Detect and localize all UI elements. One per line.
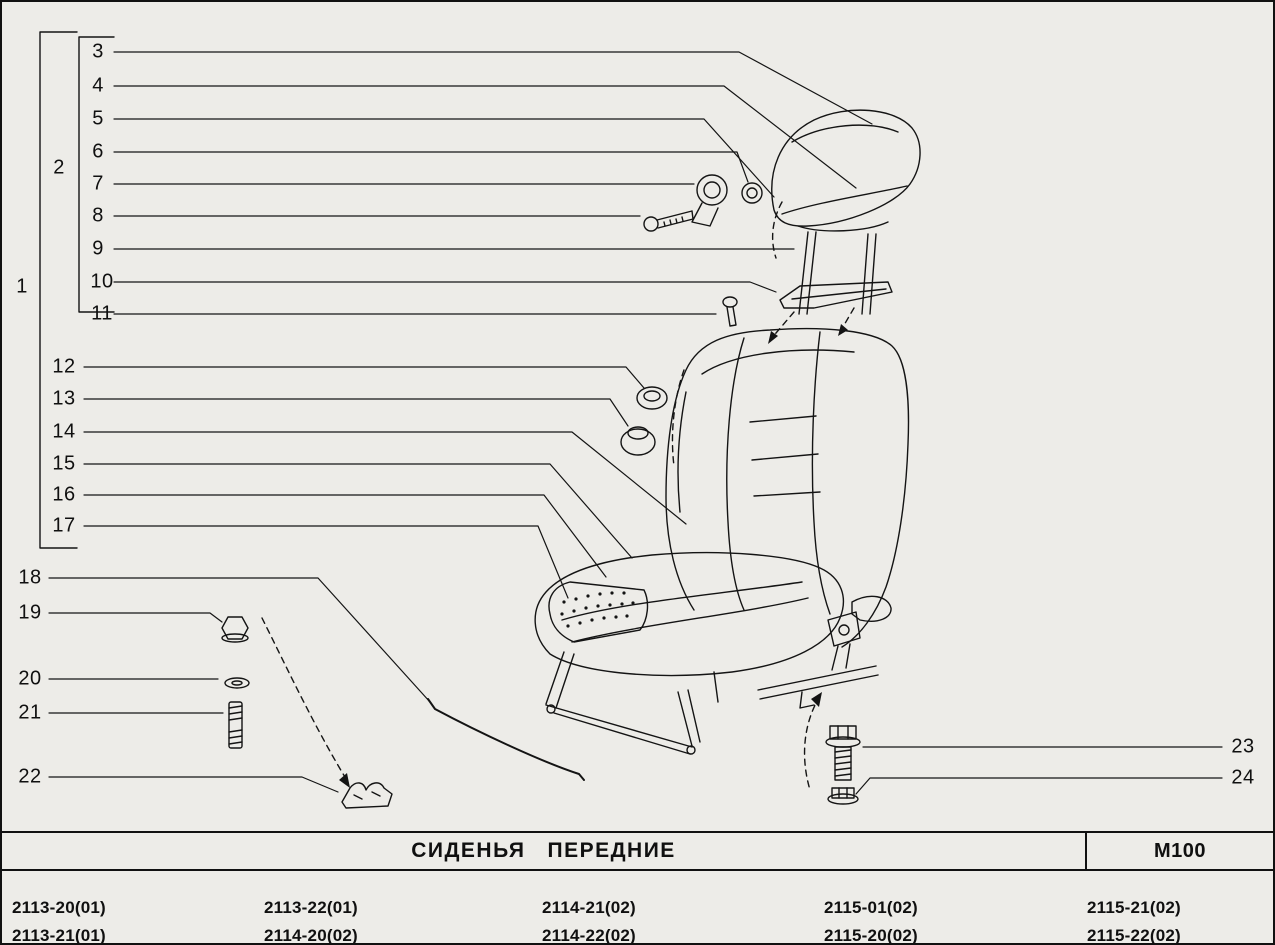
- callout-23: 23: [1231, 735, 1255, 758]
- title-band: СИДЕНЬЯ ПЕРЕДНИЕ М100: [2, 831, 1273, 871]
- callout-5: 5: [92, 107, 104, 130]
- washer-drawing: [224, 677, 250, 689]
- callout-1: 1: [16, 275, 28, 298]
- callout-22: 22: [18, 765, 42, 788]
- callout-6: 6: [92, 140, 104, 163]
- seat-pan-drawing: [548, 581, 649, 643]
- model-code-r2c2: 2114-20(02): [264, 926, 358, 945]
- model-code-r2c1: 2113-21(01): [12, 926, 106, 945]
- headrest-post-left: [798, 231, 817, 315]
- model-code-r1c5: 2115-21(02): [1087, 898, 1181, 917]
- callout-13: 13: [52, 387, 76, 410]
- callout-17: 17: [52, 514, 76, 537]
- model-code-r1c2: 2113-22(01): [264, 898, 358, 917]
- callout-14: 14: [52, 420, 76, 443]
- callout-7: 7: [92, 172, 104, 195]
- callout-19: 19: [18, 601, 42, 624]
- seat-back-drawing: [665, 327, 910, 648]
- seat-frame-drawing: [545, 651, 719, 755]
- model-code-r1c1: 2113-20(01): [12, 898, 106, 917]
- grommet-drawing: [620, 386, 668, 456]
- flange-nut-drawing: [827, 787, 859, 805]
- screw-drawing: [643, 210, 694, 232]
- model-code-r2c5: 2115-22(02): [1087, 926, 1181, 945]
- model-code-r1c3: 2114-21(02): [542, 898, 636, 917]
- callout-9: 9: [92, 237, 104, 260]
- small-screw-drawing: [722, 296, 738, 327]
- callout-12: 12: [52, 355, 76, 378]
- headrest-post-right: [861, 233, 877, 315]
- mount-bracket-drawing: [341, 782, 393, 809]
- hex-nut-drawing: [221, 616, 249, 643]
- headrest-drawing: [771, 109, 921, 315]
- headrest-clamp-drawing: [691, 174, 763, 227]
- leader-lines: [48, 51, 1223, 795]
- callout-20: 20: [18, 667, 42, 690]
- model-code-r2c4: 2115-20(02): [824, 926, 918, 945]
- callout-8: 8: [92, 204, 104, 227]
- model-code-r1c4: 2115-01(02): [824, 898, 918, 917]
- callout-2: 2: [53, 156, 65, 179]
- callout-10: 10: [90, 270, 114, 293]
- seat-cushion-drawing: [534, 551, 844, 677]
- bolt-drawing: [825, 725, 861, 781]
- recliner-drawing: [757, 595, 892, 709]
- callout-18: 18: [18, 566, 42, 589]
- callout-24: 24: [1231, 766, 1255, 789]
- callout-4: 4: [92, 74, 104, 97]
- callout-16: 16: [52, 483, 76, 506]
- callout-21: 21: [18, 701, 42, 724]
- callout-11: 11: [91, 302, 113, 325]
- page-title: СИДЕНЬЯ ПЕРЕДНИЕ: [411, 839, 676, 862]
- callout-15: 15: [52, 452, 76, 475]
- rod-drawing: [427, 698, 585, 781]
- trim-strip-drawing: [779, 281, 893, 309]
- callout-bracket-2: [78, 36, 115, 313]
- callout-3: 3: [92, 40, 104, 63]
- model-code-r2c3: 2114-22(02): [542, 926, 636, 945]
- callout-bracket-1: [39, 31, 78, 549]
- stud-drawing: [228, 701, 243, 749]
- section-code: М100: [1085, 833, 1273, 869]
